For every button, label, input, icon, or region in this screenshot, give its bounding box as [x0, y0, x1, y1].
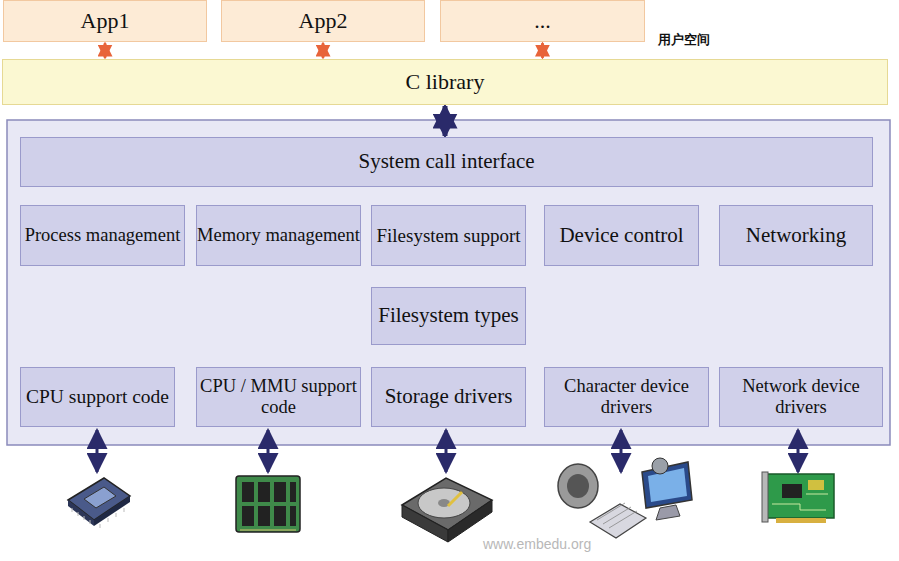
connector-arrow	[541, 43, 544, 58]
kernel-box: Memory management	[196, 205, 361, 266]
box-text: Device control	[559, 224, 683, 248]
driver-box: CPU / MMU support code	[196, 367, 361, 427]
cpu-icon	[68, 478, 130, 528]
connector-arrow	[322, 43, 325, 58]
driver-box: Character device drivers	[544, 367, 709, 427]
box-text: Character device drivers	[545, 376, 708, 417]
kernel-box: Networking	[719, 205, 873, 266]
io-devices-icon	[558, 458, 692, 538]
syscall-band: System call interface	[20, 137, 873, 187]
kernel-box: Filesystem support	[371, 205, 526, 266]
kernel-box: Process management	[20, 205, 185, 266]
kernel-box: Filesystem types	[371, 287, 526, 345]
hardware-arrows	[97, 430, 798, 472]
box-text: Process management	[25, 225, 181, 246]
driver-box: CPU support code	[20, 367, 175, 427]
box-text: Storage drivers	[385, 385, 513, 409]
disk-icon	[402, 478, 492, 542]
box-text: CPU / MMU support code	[197, 376, 360, 417]
box-text: Memory management	[197, 225, 360, 246]
library-band: C library	[2, 59, 888, 105]
kernel-panel	[7, 120, 890, 445]
box-text: App1	[81, 9, 130, 34]
connector-arrow	[443, 106, 448, 136]
kernel-box: Device control	[544, 205, 699, 266]
box-text: App2	[299, 9, 348, 34]
box-text: System call interface	[358, 150, 534, 174]
driver-box: Network device drivers	[719, 367, 883, 427]
box-text: Network device drivers	[720, 376, 882, 417]
box-text: Networking	[746, 224, 846, 248]
driver-box: Storage drivers	[371, 367, 526, 427]
box-text: ...	[534, 9, 551, 34]
connector-arrow	[104, 43, 107, 58]
box-text: Filesystem types	[378, 304, 519, 328]
box-text: Filesystem support	[376, 225, 520, 246]
memory-icon	[236, 476, 300, 532]
app-box: ...	[440, 0, 645, 42]
watermark: www.embedu.org	[483, 536, 591, 552]
app-box: App2	[221, 0, 425, 42]
region-label: 用户空间	[658, 31, 710, 49]
network-card-icon	[762, 472, 834, 523]
app-box: App1	[3, 0, 207, 42]
box-text: CPU support code	[26, 386, 169, 408]
box-text: C library	[406, 70, 485, 95]
